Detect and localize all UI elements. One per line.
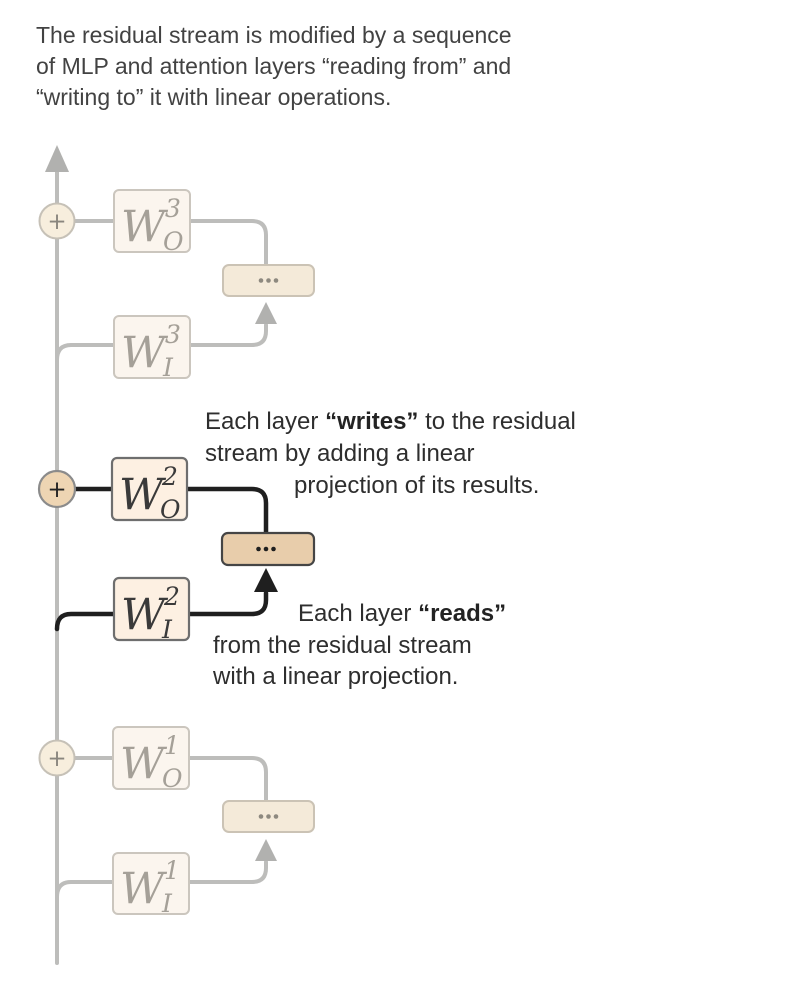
layer-1-plus-icon: +: [47, 746, 66, 772]
layer-1-w-in-sub: I: [161, 889, 173, 918]
layer-3-read-arrow-up-icon: [255, 302, 277, 324]
layer-1-plus-circle: [38, 739, 76, 777]
layer-1-read-arrow-up-icon: [255, 839, 277, 861]
reads-line1-prefix: Each layer: [298, 600, 419, 627]
layer-1-w-out-box: [112, 726, 190, 790]
layer-2-write-connector: [73, 486, 269, 536]
layer-1-w-in-label: W: [120, 864, 168, 914]
layer-3-read-connector: [55, 323, 268, 362]
reads-annotation-line-3: with a linear projection.: [213, 663, 459, 690]
title-line-1: The residual stream is modified by a seq…: [36, 22, 512, 48]
layer-1-w-out-sup: 1: [164, 731, 180, 760]
layer-3-ellipsis-dots-icon: [258, 278, 279, 283]
writes-line1-suffix: to the residual: [418, 408, 576, 435]
layer-3-w-in-sup: 3: [165, 320, 181, 349]
layer-2-plus-icon: +: [47, 477, 66, 503]
layer-1-w-in-sup: 1: [164, 856, 180, 885]
layer-3-w-in-box: [113, 315, 191, 379]
layer-2-w-in-box: [112, 576, 191, 642]
layer-3-write-connector: [73, 219, 268, 267]
layer-2-w-in-label: W: [121, 590, 169, 640]
layer-1-read-connector: [55, 860, 268, 899]
layer-2-w-out-sub: O: [160, 495, 181, 524]
layer-2-w-out-sup: 2: [161, 462, 178, 491]
layer-3-w-in-label: W: [121, 328, 169, 378]
layer-2-ellipsis-dots-icon: [256, 546, 276, 552]
layer-2-w-in-sub: I: [161, 615, 173, 644]
layer-2-group: W 2 O W 2 I +: [37, 456, 316, 644]
writes-annotation-line-3: projection of its results.: [294, 472, 540, 499]
layer-2-read-arrow-up-icon: [254, 568, 278, 592]
title-line-2: of MLP and attention layers “reading fro…: [36, 53, 512, 79]
reads-annotation-line-1: Each layer “reads”: [298, 600, 506, 628]
layer-1-w-out-sub: O: [162, 764, 183, 793]
layer-3-plus-icon: +: [47, 209, 66, 235]
title-line-3: “writing to” it with linear operations.: [36, 84, 392, 110]
layer-3-w-out-label: W: [121, 202, 169, 252]
layer-3-w-out-sub: O: [163, 227, 184, 256]
writes-line1-bold: “writes”: [325, 408, 419, 435]
residual-stream-arrow-up-icon: [45, 145, 69, 172]
layer-3-w-in-sub: I: [162, 353, 174, 382]
figure-title: The residual stream is modified by a seq…: [36, 20, 512, 113]
layer-2-w-out-label: W: [119, 470, 167, 520]
layer-3-w-out-sup: 3: [165, 194, 181, 223]
layer-3-group: W 3 O W 3 I +: [38, 189, 315, 382]
layer-2-read-connector: [54, 590, 269, 632]
writes-annotation-line-1: Each layer “writes” to the residual: [205, 408, 576, 436]
writes-line1-prefix: Each layer: [205, 408, 326, 435]
writes-annotation-line-2: stream by adding a linear: [205, 440, 475, 467]
layer-2-w-in-sup: 2: [163, 582, 180, 611]
layer-3-plus-circle: [38, 202, 76, 240]
layer-1-group: W 1 O W 1 I +: [38, 726, 315, 918]
reads-line1-bold: “reads”: [418, 600, 507, 627]
layer-1-ellipsis-dots-icon: [258, 814, 279, 819]
layer-1-write-connector: [73, 756, 268, 803]
layer-2-w-out-box: [110, 456, 189, 522]
reads-annotation-line-2: from the residual stream: [213, 632, 472, 659]
layer-2-plus-circle: [37, 469, 77, 509]
layer-3-w-out-box: [113, 189, 191, 253]
layer-1-w-in-box: [112, 852, 190, 915]
layer-1-w-out-label: W: [120, 739, 168, 789]
